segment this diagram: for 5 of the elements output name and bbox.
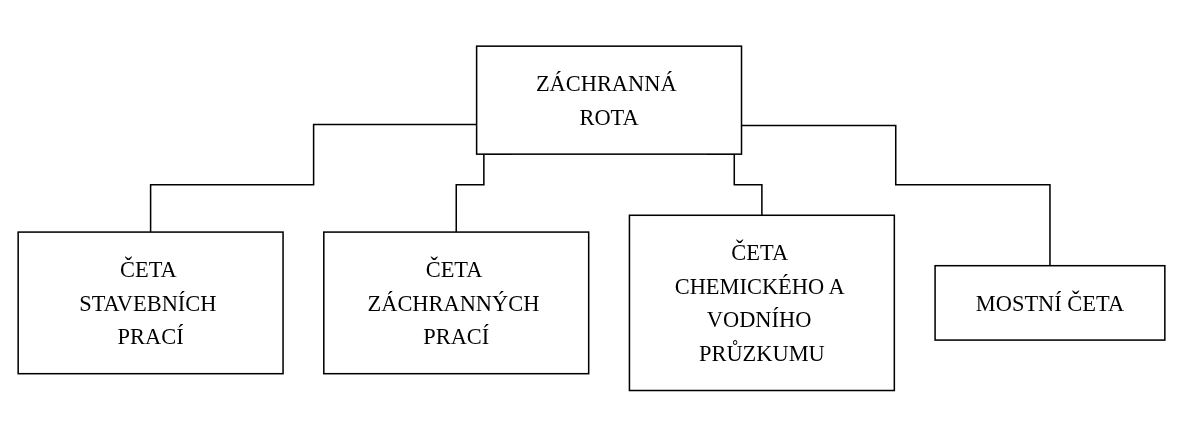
node-box: ZÁCHRANNÁ ROTA <box>475 45 743 156</box>
node-box: ČETA CHEMICKÉHO A VODNÍHO PRŮZKUMU <box>628 214 896 392</box>
node-box: ČETA STAVEBNÍCH PRACÍ <box>17 231 284 375</box>
node-box: ČETA ZÁCHRANNÝCH PRACÍ <box>323 231 590 375</box>
node-box: MOSTNÍ ČETA <box>934 265 1166 341</box>
